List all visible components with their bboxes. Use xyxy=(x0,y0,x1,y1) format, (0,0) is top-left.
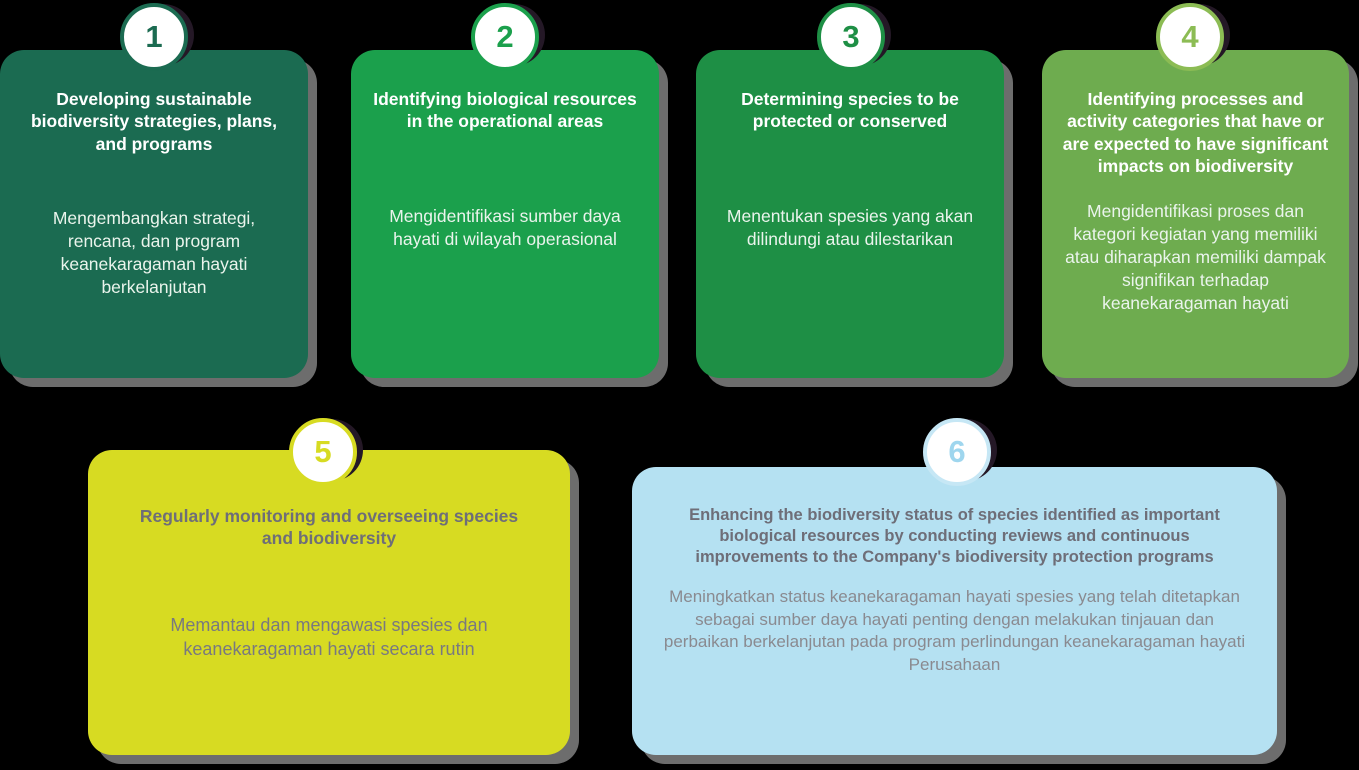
card-1-subtitle-id: Mengembangkan strategi, rencana, dan pro… xyxy=(52,208,256,298)
step-number-badge-6: 6 xyxy=(923,418,991,486)
step-number-badge-2: 2 xyxy=(471,3,539,71)
card-5-title-en: Regularly monitoring and overseeing spec… xyxy=(139,506,519,549)
step-number-badge-1: 1 xyxy=(120,3,188,71)
process-card-6: Enhancing the biodiversity status of spe… xyxy=(632,467,1277,755)
process-card-3: Determining species to be protected or c… xyxy=(696,50,1004,378)
card-2-subtitle-id: Mengidentifikasi sumber daya hayati di w… xyxy=(389,205,621,249)
card-3-title-en: Determining species to be protected or c… xyxy=(741,89,959,132)
card-2-title-en: Identifying biological resources in the … xyxy=(373,89,637,132)
step-number-badge-5: 5 xyxy=(289,418,357,486)
process-card-1: Developing sustainable biodiversity stra… xyxy=(0,50,308,378)
card-1-title-en: Developing sustainable biodiversity stra… xyxy=(30,89,278,154)
process-card-4: Identifying processes and activity categ… xyxy=(1042,50,1349,378)
card-3-subtitle-id: Menentukan spesies yang akan dilindungi … xyxy=(726,205,974,249)
card-4-title-en: Identifying processes and activity categ… xyxy=(1062,89,1329,177)
card-6-title-en: Enhancing the biodiversity status of spe… xyxy=(689,506,1220,567)
card-6-subtitle-id: Meningkatkan status keanekaragaman hayat… xyxy=(663,587,1246,674)
process-card-2: Identifying biological resources in the … xyxy=(351,50,659,378)
step-number-badge-4: 4 xyxy=(1156,3,1224,71)
card-4-subtitle-id: Mengidentifikasi proses dan kategori keg… xyxy=(1065,200,1326,313)
process-card-5: Regularly monitoring and overseeing spec… xyxy=(88,450,570,755)
card-5-subtitle-id: Memantau dan mengawasi spesies dan keane… xyxy=(170,614,488,659)
step-number-badge-3: 3 xyxy=(817,3,885,71)
